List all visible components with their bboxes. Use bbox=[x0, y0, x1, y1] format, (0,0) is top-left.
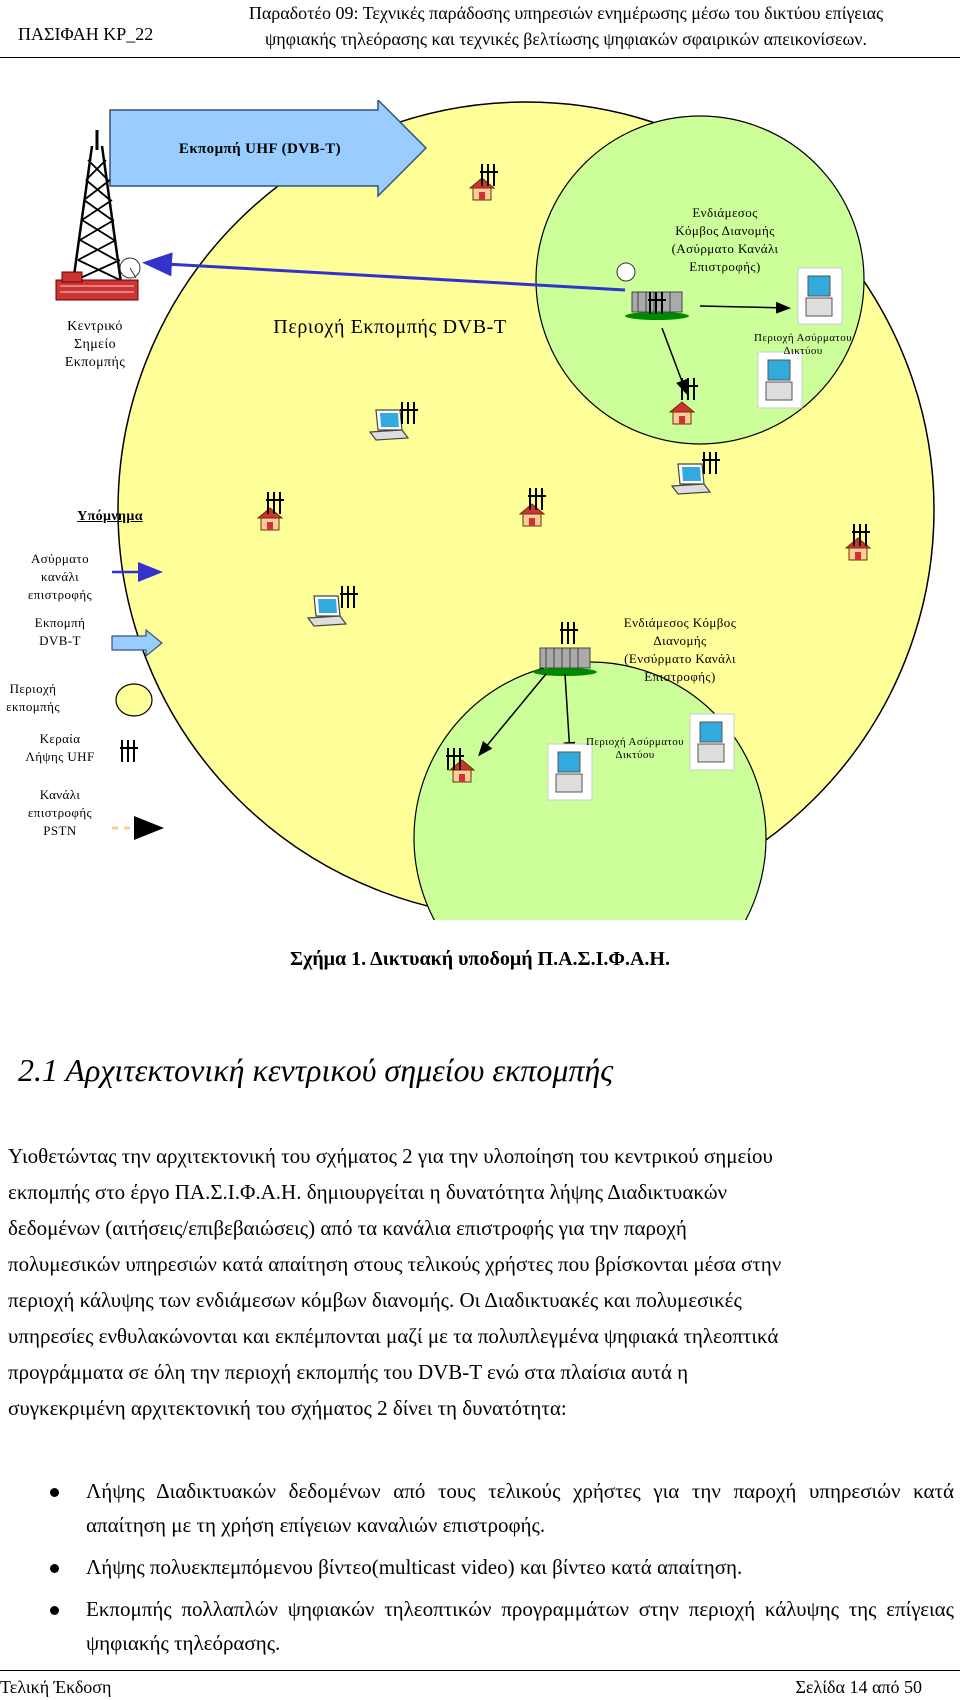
paragraph-line: συγκεκριμένη αρχιτεκτονική του σχήματος … bbox=[8, 1396, 567, 1420]
bullet-icon bbox=[50, 1564, 59, 1573]
lower-node-server-icon bbox=[532, 647, 598, 677]
document-title-line-2: ψηφιακής τηλεόρασης και τεχνικές βελτίωσ… bbox=[264, 29, 867, 49]
legend-item-label: Εκπομπή DVB-T bbox=[34, 615, 86, 648]
wired-node-label: Ενδιάμεσος Κόμβος Διανομής (Ενσύρματο Κα… bbox=[623, 615, 737, 684]
list-item-text: Λήψης Διαδικτυακών δεδομένων από τους τε… bbox=[86, 1479, 954, 1537]
transmitter-tower-icon bbox=[55, 130, 139, 301]
pda-icon bbox=[757, 351, 803, 409]
uhf-broadcast-arrow bbox=[109, 100, 428, 198]
paragraph-line: περιοχή κάλυψης των ενδιάμεσων κόμβων δι… bbox=[8, 1288, 742, 1312]
list-item-text: Λήψης πολυεκπεμπόμενου βίντεο(multicast … bbox=[86, 1555, 743, 1579]
legend-dvbt-symbol bbox=[111, 628, 163, 658]
document-title: Παραδοτέο 09: Τεχνικές παράδοσης υπηρεσι… bbox=[196, 0, 936, 52]
list-item-text: Εκπομπής πολλαπλών ψηφιακών τηλεοπτικών … bbox=[86, 1597, 954, 1655]
page-footer: Τελική Έκδοση Σελίδα 14 από 50 bbox=[0, 1670, 960, 1700]
legend-title: Υπόμνημα bbox=[77, 509, 143, 524]
upper-node-dish-icon bbox=[616, 262, 636, 282]
bullet-list: Λήψης Διαδικτυακών δεδομένων από τους τε… bbox=[8, 1474, 954, 1668]
project-code: ΠΑΣΙΦΑΗ ΚΡ_22 bbox=[18, 24, 154, 44]
paragraph-line: πολυμεσικών υπηρεσιών κατά απαίτηση στου… bbox=[8, 1252, 782, 1276]
paragraph-line: προγράμματα σε όλη την περιοχή εκπομπής … bbox=[8, 1360, 689, 1384]
body-paragraph: Υιοθετώντας την αρχιτεκτονική του σχήματ… bbox=[8, 1138, 954, 1426]
list-item: Εκπομπής πολλαπλών ψηφιακών τηλεοπτικών … bbox=[8, 1592, 954, 1660]
lower-node-link-house bbox=[478, 673, 547, 757]
legend-antenna-icon bbox=[119, 739, 139, 763]
bullet-icon bbox=[50, 1488, 59, 1497]
paragraph-line: Υιοθετώντας την αρχιτεκτονική του σχήματ… bbox=[8, 1144, 773, 1168]
page-header: ΠΑΣΙΦΑΗ ΚΡ_22 Παραδοτέο 09: Τεχνικές παρ… bbox=[0, 0, 960, 58]
wireless-return-line bbox=[142, 252, 626, 292]
central-point-label: Κεντρικό Σημείο Εκπομπής bbox=[64, 319, 126, 370]
legend-symbols bbox=[111, 562, 164, 840]
legend-area-symbol bbox=[115, 683, 153, 717]
document-version: Τελική Έκδοση bbox=[0, 1677, 112, 1697]
wireless-area-label-bottom: Περιοχή Ασύρματου Δικτύου bbox=[586, 736, 684, 761]
legend-item-label: Κανάλι επιστροφής PSTN bbox=[27, 787, 93, 838]
pda-icon bbox=[797, 267, 843, 325]
arrow-label: Εκπομπή UHF (DVB-T) bbox=[178, 141, 342, 157]
paragraph-line: δεδομένων (αιτήσεις/επιβεβαιώσεις) από τ… bbox=[8, 1216, 687, 1240]
list-item: Λήψης Διαδικτυακών δεδομένων από τους τε… bbox=[8, 1474, 954, 1542]
page-number: Σελίδα 14 από 50 bbox=[795, 1677, 922, 1697]
diagram-canvas bbox=[55, 100, 935, 920]
coverage-area-label: Περιοχή Εκπομπής DVB-T bbox=[273, 316, 507, 338]
lower-node-link-pda bbox=[563, 673, 576, 757]
figure-caption: Σχήμα 1. Δικτυακή υποδομή Π.Α.Σ.Ι.Φ.Α.Η. bbox=[290, 948, 670, 970]
section-heading: 2.1 Αρχιτεκτονική κεντρικού σημείου εκπο… bbox=[18, 1052, 614, 1088]
legend-item-label: Περιοχή εκπομπής bbox=[6, 681, 60, 714]
satellite-dish-icon bbox=[119, 257, 141, 279]
network-diagram: Εκπομπή UHF (DVB-T) Κεντρικό Σημείο Εκπο… bbox=[0, 100, 960, 920]
wireless-node-label: Ενδιάμεσος Κόμβος Διανομής (Ασύρματο Καν… bbox=[671, 205, 779, 274]
paragraph-line: υπηρεσίες ενθυλακώνονται και εκπέμπονται… bbox=[8, 1324, 779, 1348]
bullet-icon bbox=[50, 1606, 59, 1615]
document-title-line-1: Παραδοτέο 09: Τεχνικές παράδοσης υπηρεσι… bbox=[248, 3, 884, 23]
legend-item-label: Ασύρματο κανάλι επιστροφής bbox=[27, 551, 93, 602]
wireless-area-label-top: Περιοχή Ασύρματου Δικτύου bbox=[754, 332, 852, 357]
paragraph-line: εκπομπής στο έργο ΠΑ.Σ.Ι.Φ.Α.Η. δημιουργ… bbox=[8, 1180, 728, 1204]
legend-item-label: Κεραία Λήψης UHF bbox=[25, 731, 95, 764]
list-item: Λήψης πολυεκπεμπόμενου βίντεο(multicast … bbox=[8, 1550, 954, 1584]
upper-node-link-pda bbox=[699, 301, 791, 314]
